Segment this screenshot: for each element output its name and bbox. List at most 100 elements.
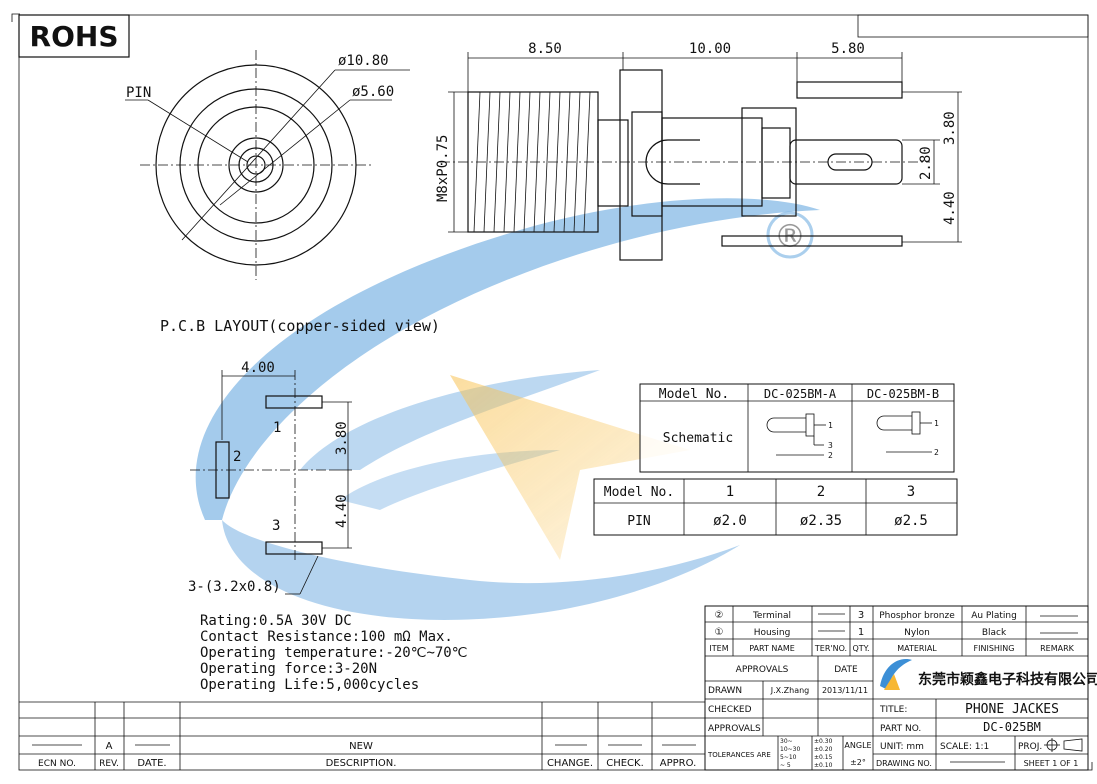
specs-list: Rating:0.5A 30V DC Contact Resistance:10…: [200, 613, 467, 693]
revision-block: A NEW ECN NO. REV. DATE. DESCRIPTION. CH…: [19, 606, 706, 770]
checked-label: CHECKED: [708, 705, 752, 715]
part-2-qty: 3: [858, 610, 864, 621]
part-1-name: Housing: [754, 628, 791, 638]
pin-val-1: ø2.0: [713, 513, 747, 529]
schematic-a-pin2: 2: [828, 451, 833, 460]
pad-size-label: 3-(3.2x0.8): [188, 579, 281, 595]
hdr-finishing: FINISHING: [974, 644, 1015, 653]
pcb-dim-v1: 3.80: [334, 421, 350, 455]
schematic-a-pin1: 1: [828, 421, 833, 430]
tol-range-2: 10~30: [780, 746, 800, 753]
pcb-layout: P.C.B LAYOUT(copper-sided view) 4.00 3.8…: [160, 317, 440, 595]
model-header-label: Model No.: [659, 387, 729, 402]
spec-temp: Operating temperature:-20℃~70℃: [200, 645, 467, 661]
rev-label: REV.: [99, 759, 119, 769]
date-label: DATE.: [137, 758, 166, 769]
part-2-material: Phosphor bronze: [879, 611, 955, 621]
schematic-a-pin3: 3: [828, 441, 833, 450]
scale-label: SCALE: 1:1: [940, 742, 989, 752]
part-2-item: ②: [715, 610, 724, 621]
pcb-dim-v2: 4.40: [334, 494, 350, 528]
tol-val-1: ±0.30: [814, 738, 833, 745]
sheet-label: SHEET 1 OF 1: [1024, 759, 1079, 768]
drawn-by: J.X.Zhang: [770, 686, 810, 695]
check-label: CHECK.: [606, 758, 644, 769]
title-block: ② Terminal 3 Phosphor bronze Au Plating …: [704, 605, 1097, 771]
model-header-a: DC-025BM-A: [764, 387, 837, 401]
dim-a: 8.50: [528, 41, 562, 57]
dim-b: 10.00: [689, 41, 731, 57]
hdr-remark: REMARK: [1040, 644, 1075, 653]
pin-table: Model No. 1 2 3 PIN ø2.0 ø2.35 ø2.5: [593, 478, 958, 536]
ecn-label: ECN NO.: [38, 759, 76, 769]
dim-v2: 2.80: [918, 146, 934, 180]
appro-label: APPRO.: [660, 758, 697, 769]
spec-rating: Rating:0.5A 30V DC: [200, 613, 352, 629]
tol-range-3: 5~10: [780, 754, 797, 761]
thread-label: M8xP0.75: [435, 135, 451, 202]
pin-col-3: 3: [907, 484, 915, 500]
drawing-title: PHONE JACKES: [965, 702, 1059, 717]
dia-outer-label: ø10.80: [338, 53, 389, 69]
pin-label: PIN: [126, 85, 151, 101]
rohs-text: ROHS: [30, 20, 119, 53]
pcb-title: P.C.B LAYOUT(copper-sided view): [160, 317, 440, 335]
approvals-label: APPROVALS: [708, 724, 761, 734]
rev-new: NEW: [349, 741, 373, 752]
part-2-name: Terminal: [752, 611, 791, 621]
pin-val-3: ø2.5: [894, 513, 928, 529]
rev-a: A: [106, 741, 113, 752]
part-1-material: Nylon: [904, 628, 930, 638]
tol-val-2: ±0.20: [814, 746, 833, 753]
schematic-b-pin2: 2: [934, 448, 939, 457]
dia-inner-label: ø5.60: [352, 84, 394, 100]
dim-v1: 3.80: [942, 111, 958, 145]
proj-label: PROJ.: [1018, 742, 1042, 752]
part-1-item: ①: [715, 627, 724, 638]
tol-range-4: ~ 5: [780, 762, 791, 769]
pcb-dim-h: 4.00: [241, 360, 275, 376]
projection-symbol-icon: [1044, 738, 1083, 752]
partno-label: PART NO.: [880, 724, 921, 734]
part-1-finishing: Black: [982, 628, 1007, 638]
spec-contact: Contact Resistance:100 mΩ Max.: [200, 629, 453, 645]
drawing-no-label: DRAWING NO.: [876, 759, 932, 768]
drawn-date: 2013/11/11: [822, 686, 868, 695]
hdr-material: MATERIAL: [897, 644, 937, 653]
pin-header-label: Model No.: [604, 485, 674, 500]
angle-label: ANGLE: [844, 741, 871, 750]
hdr-part-name: PART NAME: [749, 644, 795, 653]
top-right-box: [857, 14, 1089, 38]
part-2-finishing: Au Plating: [971, 611, 1017, 621]
unit-label: UNIT: mm: [880, 742, 924, 752]
model-header-b: DC-025BM-B: [867, 387, 939, 401]
description-label: DESCRIPTION.: [326, 758, 397, 769]
tol-val-3: ±0.15: [814, 754, 833, 761]
spec-life: Operating Life:5,000cycles: [200, 677, 419, 693]
pin-val-2: ø2.35: [800, 513, 842, 529]
hdr-qty: QTY.: [853, 644, 870, 653]
company-name: 东莞市颖鑫电子科技有限公司: [918, 671, 1097, 688]
sheet-frame: [18, 14, 1089, 771]
hdr-item: ITEM: [709, 644, 728, 653]
model-schematic-table: Model No. DC-025BM-A DC-025BM-B Schemati…: [639, 383, 955, 473]
schematic-b: 1 2: [876, 411, 939, 457]
pin-col-2: 2: [817, 484, 825, 500]
date-header: DATE: [834, 665, 858, 675]
schematic-label: Schematic: [663, 431, 733, 446]
rohs-badge: ROHS: [18, 14, 130, 58]
spec-force: Operating force:3-20N: [200, 661, 377, 677]
approvals-header: APPROVALS: [736, 665, 789, 675]
schematic-b-pin1: 1: [934, 419, 939, 428]
part-1-qty: 1: [858, 627, 864, 638]
front-view: PIN ø10.80 ø5.60: [125, 50, 410, 280]
company-logo: [880, 659, 912, 690]
part-number: DC-025BM: [983, 720, 1041, 734]
title-label: TITLE:: [879, 705, 907, 715]
schematic-a: 1 3 2: [766, 413, 833, 460]
pad-1-label: 1: [273, 420, 281, 436]
pin-col-1: 1: [726, 484, 734, 500]
pin-row-label: PIN: [627, 514, 650, 529]
hdr-ter-no: TER'NO.: [814, 644, 847, 653]
